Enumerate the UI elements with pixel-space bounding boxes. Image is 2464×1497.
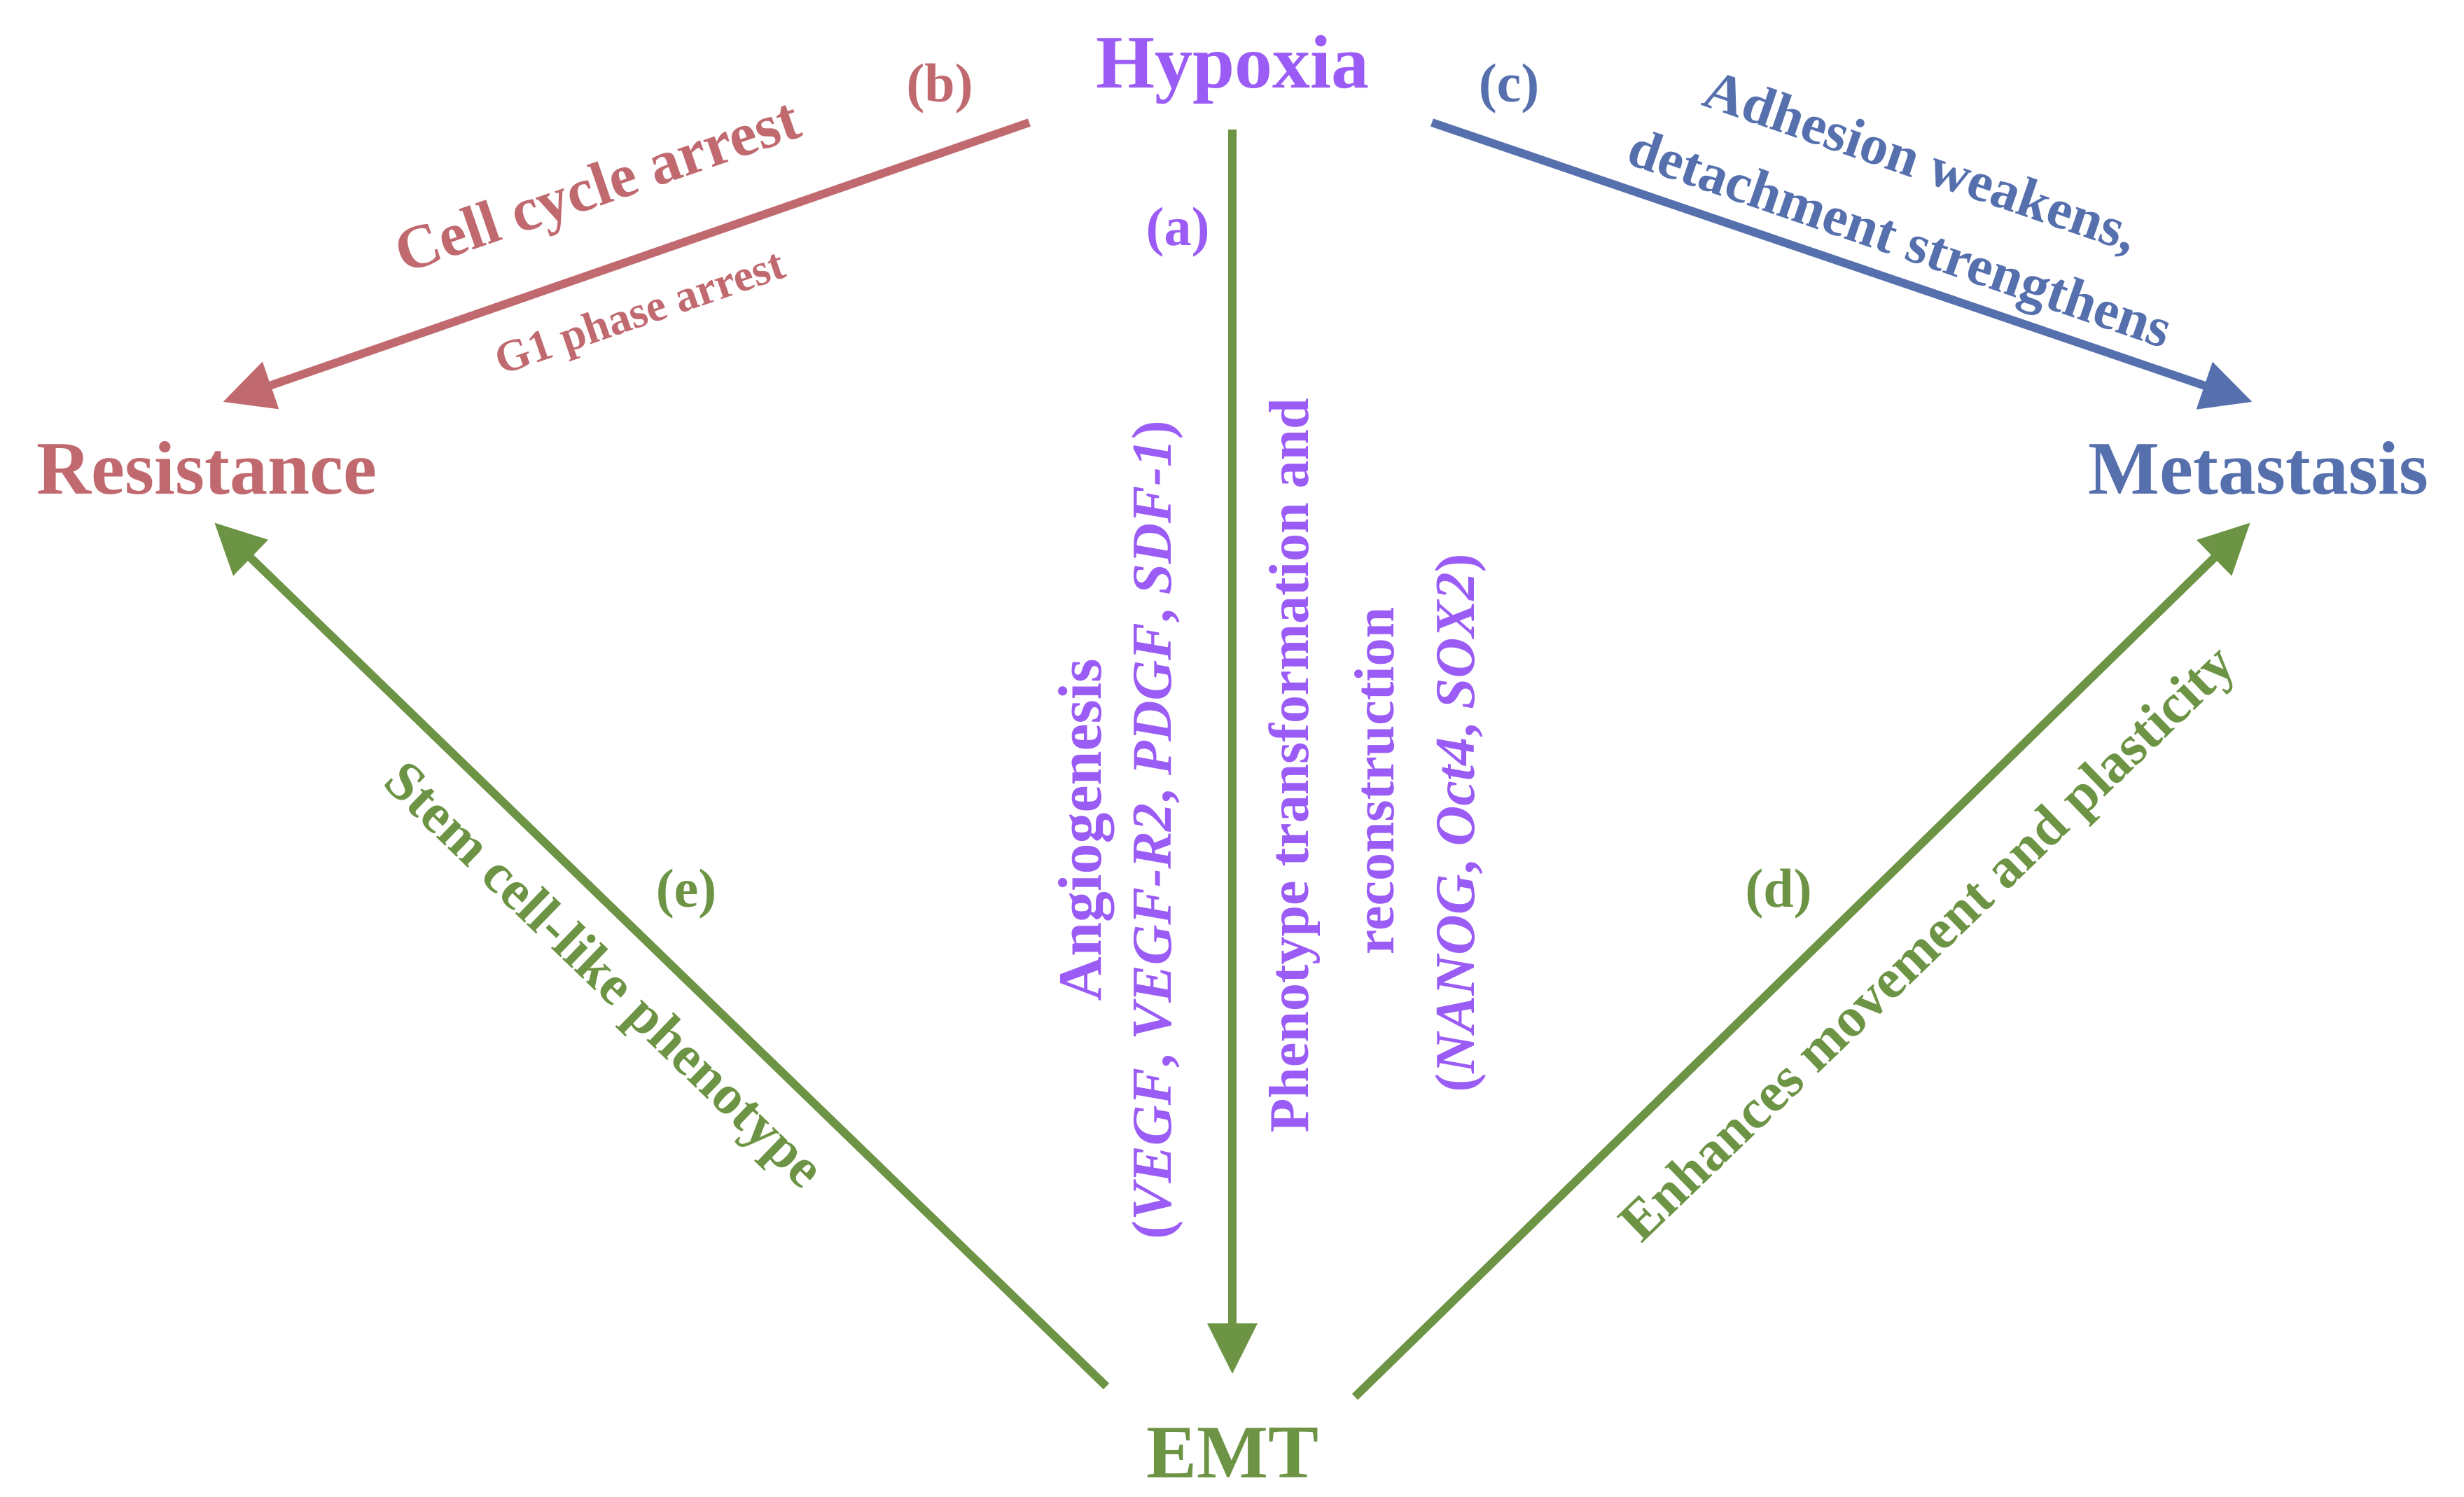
label-phenotype-transformation: Phenotype transformation and [1259,398,1321,1133]
label-angiogenesis: Angiogenesis [1047,659,1115,1001]
arrow-hypoxia-to-metastasis [1431,118,2253,410]
gene-vegf-r2: VEGF-R2 [1122,803,1183,1040]
tag-a: (a) [1146,196,1210,257]
gene-sox2: SOX2 [1425,572,1487,709]
tag-e: (e) [656,858,717,919]
node-resistance: Resistance [36,427,377,510]
label-phenotype-genes: (NANOG, Oct4, SOX2) [1425,554,1487,1092]
gene-oct4: Oct4 [1425,737,1487,847]
label-angiogenesis-genes: (VEGF, VEGF-R2, PDGF, SDF-1) [1122,420,1183,1239]
arrow-hypoxia-to-resistance [223,118,1031,410]
arrow-emt-to-metastasis [1351,522,2250,1400]
node-emt: EMT [1146,1411,1318,1494]
tag-c: (c) [1479,53,1540,113]
node-hypoxia: Hypoxia [1096,21,1369,104]
gene-sdf-1: SDF-1 [1122,439,1183,594]
label-reconstruction: reconstruction [1344,607,1406,954]
arrow-emt-to-resistance [214,522,1110,1390]
gene-pdgf: PDGF [1122,622,1183,776]
gene-vegf: VEGF [1122,1068,1183,1220]
tag-d: (d) [1745,858,1811,919]
label-enhances-movement-plasticity: Enhances movement and plasticity [1607,632,2246,1253]
gene-nanog: NANOG [1425,874,1487,1073]
node-metastasis: Metastasis [2088,427,2428,510]
tag-b: (b) [906,53,973,113]
label-stem-cell-like-phenotype: Stem cell-like phenotype [373,748,836,1199]
